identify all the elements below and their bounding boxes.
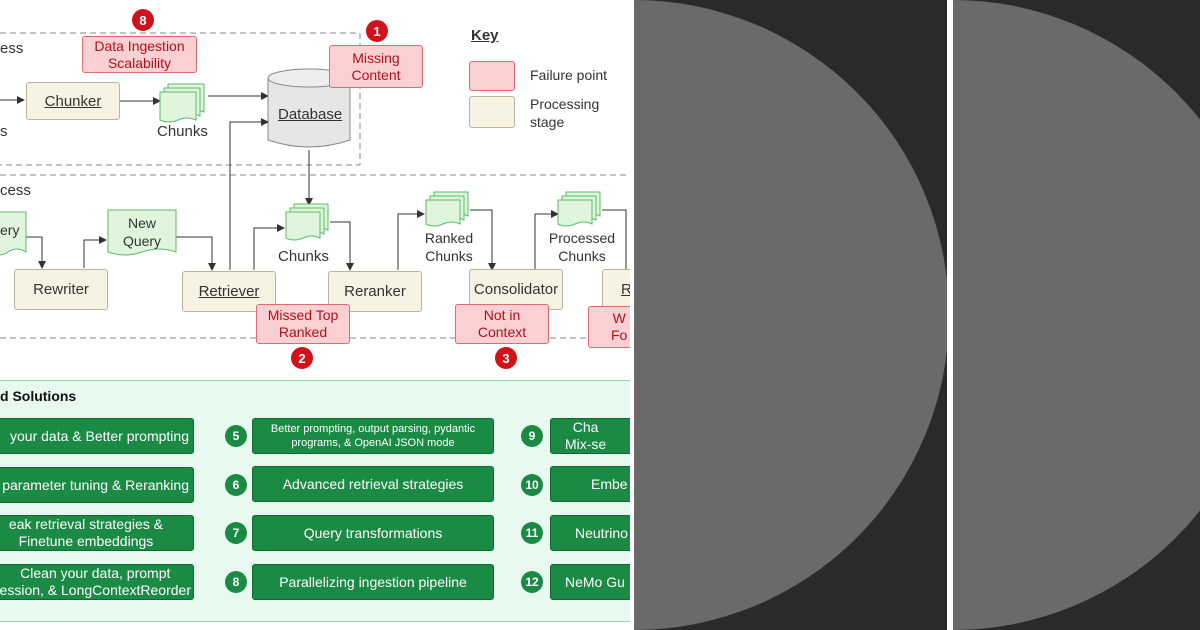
solution-number-10: 10 — [521, 474, 543, 496]
solution-number-7: 7 — [225, 522, 247, 544]
solution-12: NeMo Gu — [550, 564, 640, 600]
solution-number-11: 11 — [521, 522, 543, 544]
solution-number-8: 8 — [225, 571, 247, 593]
rewriter-stage[interactable]: Rewriter — [14, 269, 108, 310]
failure-not-in-context: Not in Context — [455, 304, 549, 344]
solution-3: eak retrieval strategies & Finetune embe… — [0, 515, 194, 551]
processed-chunks-label: Processed Chunks — [548, 230, 616, 264]
half-circle-left — [634, 0, 949, 630]
solution-5: Better prompting, output parsing, pydant… — [252, 418, 494, 454]
failure-wrong-format: W Fo — [588, 306, 638, 348]
center-divider-line — [947, 0, 953, 630]
failure-badge-3: 3 — [495, 347, 517, 369]
decorative-shapes — [634, 0, 1200, 630]
key-failure-label: Failure point — [530, 67, 608, 83]
failure-missing-content: Missing Content — [329, 45, 423, 88]
new-query-doc — [107, 209, 177, 256]
chunks-label-indexing: Chunks — [157, 123, 208, 140]
chunks-label-query: Chunks — [278, 248, 329, 265]
solution-number-6: 6 — [225, 474, 247, 496]
new-query-label: New Query — [122, 215, 162, 249]
solution-number-5: 5 — [225, 425, 247, 447]
key-title: Key — [471, 27, 499, 44]
failure-data-ingestion-scalability: Data Ingestion Scalability — [82, 36, 197, 73]
query-doc — [0, 211, 27, 256]
query-process-label: cess — [0, 182, 31, 199]
ranked-chunks-stack — [425, 191, 469, 227]
failure-missed-top-ranked: Missed Top Ranked — [256, 304, 350, 344]
half-circle-right — [953, 0, 1200, 630]
key-failure-swatch — [469, 61, 515, 91]
failure-badge-2: 2 — [291, 347, 313, 369]
solution-6: Advanced retrieval strategies — [252, 466, 494, 502]
chunks-stack-query — [285, 203, 329, 241]
solution-9: Cha Mix-se — [550, 418, 640, 454]
solution-4: Clean your data, prompt ession, & LongCo… — [0, 564, 194, 600]
ranked-chunks-label: Ranked Chunks — [424, 230, 474, 264]
solution-10: Embe — [550, 466, 640, 502]
solution-7: Query transformations — [252, 515, 494, 551]
solution-number-9: 9 — [521, 425, 543, 447]
processed-chunks-stack — [557, 191, 601, 227]
retriever-stage[interactable]: Retriever — [182, 271, 276, 312]
consolidator-stage[interactable]: Consolidator — [469, 269, 563, 310]
documents-label-fragment: s — [0, 123, 8, 140]
panel-divider — [630, 0, 634, 630]
solution-2: parameter tuning & Reranking — [0, 467, 194, 503]
solution-1: your data & Better prompting — [0, 418, 194, 454]
solution-number-12: 12 — [521, 571, 543, 593]
solution-11: Neutrino — [550, 515, 640, 551]
query-doc-label: ery — [0, 222, 20, 238]
database-label[interactable]: Database — [278, 106, 343, 123]
failure-badge-8: 8 — [132, 9, 154, 31]
solution-8: Parallelizing ingestion pipeline — [252, 564, 494, 600]
solutions-title: d Solutions — [0, 388, 77, 404]
decorative-panel — [634, 0, 1200, 630]
chunks-stack-indexing — [159, 83, 205, 123]
failure-badge-1: 1 — [366, 20, 388, 42]
key-processing-swatch — [469, 96, 515, 128]
chunker-stage[interactable]: Chunker — [26, 82, 120, 120]
indexing-process-label: ess — [0, 40, 24, 57]
indexing-region-border — [0, 32, 361, 166]
key-processing-label: Processing stage — [530, 96, 600, 130]
